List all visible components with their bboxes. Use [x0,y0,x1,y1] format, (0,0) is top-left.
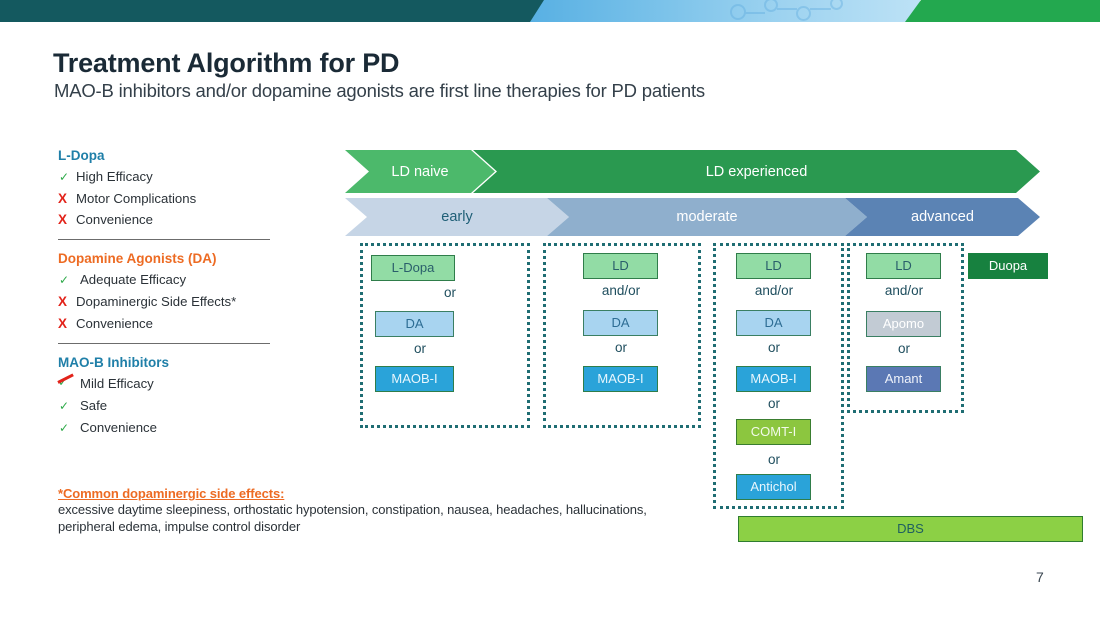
sidebar-bullet-label: Safe [80,398,108,413]
footnote-body: excessive daytime sleepiness, orthostati… [58,502,647,534]
banner-green-band [905,0,1100,22]
sidebar-section-heading: MAO-B Inhibitors [58,354,169,370]
connector-label: and/or [754,283,794,298]
node-duopa[interactable]: Duopa [968,253,1048,279]
node-da[interactable]: DA [375,311,454,337]
chevron-ld-naive: LD naive [345,150,495,193]
sidebar-bullet-label: Motor Complications [76,190,197,206]
x-icon: X [58,190,68,206]
sidebar: L-Dopa ✓ High Efficacy X Motor Complicat… [57,148,278,441]
connector-label: or [767,452,780,467]
connector-label: or [897,341,910,356]
sidebar-bullet-label: Mild Efficacy [80,375,154,391]
sidebar-bullet-label: Convenience [76,315,153,331]
chevron-ld-experienced: LD experienced [473,150,1040,193]
connector-label: or [443,285,456,300]
footnote-heading: *Common dopaminergic side effects: [58,486,285,501]
node-ld[interactable]: LD [583,253,658,279]
sidebar-bullet-label: Convenience [76,212,153,228]
connector-label: and/or [884,283,924,298]
chevron-stage-advanced: advanced [845,198,1040,236]
x-icon: X [58,212,68,228]
sidebar-section-maob-inhibitors: MAO-B Inhibitors ✓ Mild Efficacy ✓ Safe … [57,354,278,437]
connector-label: or [767,340,780,355]
node-antichol[interactable]: Antichol [736,474,811,500]
sidebar-bullet: X Dopaminergic Side Effects* [58,294,278,311]
node-maob-i[interactable]: MAOB-I [736,366,811,392]
check-icon: ✓ [59,170,70,184]
check-icon: ✓ [59,399,70,413]
node-amant[interactable]: Amant [866,366,941,392]
connector-label: or [413,341,426,356]
check-slashed-icon: ✓ [57,372,76,394]
node-dbs[interactable]: DBS [738,516,1083,542]
node-comt-i[interactable]: COMT-I [736,419,811,445]
sidebar-bullet: ✓ Adequate Efficacy [58,272,278,289]
sidebar-bullet-label: Adequate Efficacy [80,272,187,288]
page-subtitle: MAO-B inhibitors and/or dopamine agonist… [54,80,705,101]
node-l-dopa[interactable]: L-Dopa [371,255,455,281]
connector-label: or [614,340,627,355]
node-maob-i[interactable]: MAOB-I [375,366,454,392]
page-title: Treatment Algorithm for PD [53,48,400,78]
node-maob-i[interactable]: MAOB-I [583,366,658,392]
sidebar-section-heading: Dopamine Agonists (DA) [58,251,217,267]
x-icon: X [58,293,68,309]
sidebar-bullet: X Convenience [58,316,278,333]
sidebar-section-ldopa: L-Dopa ✓ High Efficacy X Motor Complicat… [58,148,278,229]
sidebar-section-dopamine-agonists: Dopamine Agonists (DA) ✓ Adequate Effica… [58,251,278,332]
sidebar-bullet: X Convenience [58,212,278,229]
connector-label: or [767,396,780,411]
banner-dark-band [0,0,545,22]
node-apomo[interactable]: Apomo [866,311,941,337]
sidebar-bullet-label: Dopaminergic Side Effects* [76,293,237,309]
node-da[interactable]: DA [736,310,811,336]
sidebar-bullet: ✓ Safe [58,398,278,415]
sidebar-bullet: ✓ Convenience [58,420,278,437]
sidebar-divider [58,342,270,344]
node-ld[interactable]: LD [736,253,811,279]
sidebar-section-heading: L-Dopa [58,148,105,163]
x-icon: X [58,315,68,331]
page-number: 7 [1036,569,1044,585]
check-icon: ✓ [59,273,70,288]
node-da[interactable]: DA [583,310,658,336]
sidebar-bullet-label: Convenience [80,419,157,435]
sidebar-bullet: X Motor Complications [58,191,278,208]
banner-blue-band [530,0,920,22]
chevron-stage-early: early [345,198,569,236]
chevron-stage-moderate: moderate [547,198,867,236]
sidebar-bullet-label: High Efficacy [76,169,153,184]
sidebar-divider [58,239,270,241]
node-ld[interactable]: LD [866,253,941,279]
check-icon: ✓ [59,420,70,435]
sidebar-bullet: ✓ Mild Efficacy [57,372,278,394]
connector-label: and/or [601,283,641,298]
top-banner [0,0,1100,22]
sidebar-bullet: ✓ High Efficacy [58,169,278,186]
